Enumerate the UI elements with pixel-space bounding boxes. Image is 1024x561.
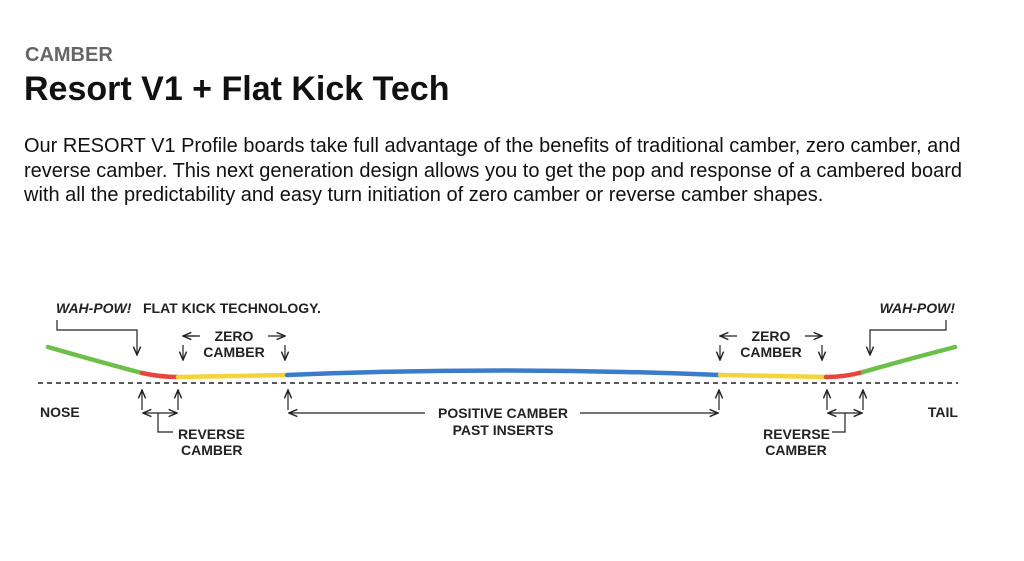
positive-camber-line1: POSITIVE CAMBER [438,405,568,421]
zero-camber-nose-line2: CAMBER [203,344,264,360]
positive-camber-segment [284,368,723,378]
wahpow-tail-label: WAH-POW! [880,300,956,316]
page-title: Resort V1 + Flat Kick Tech [24,70,450,108]
nose-reverse-segment [139,370,181,380]
tail-label: TAIL [928,404,959,420]
zero-camber-nose-line1: ZERO [215,328,254,344]
positive-camber-line2: PAST INSERTS [453,422,554,438]
reverse-camber-tail-line2: CAMBER [765,442,826,458]
nose-zero-segment [175,372,290,380]
reverse-camber-nose-line1: REVERSE [178,426,245,442]
tail-zero-segment [717,372,829,380]
tail-kick-segment [860,344,958,375]
description: Our RESORT V1 Profile boards take full a… [24,135,962,206]
nose-label: NOSE [40,404,80,420]
zero-camber-tail-line2: CAMBER [740,344,801,360]
wahpow-nose-label: WAH-POW! [56,300,132,316]
reverse-camber-tail-line1: REVERSE [763,426,830,442]
zero-camber-tail-line1: ZERO [752,328,791,344]
nose-kick-segment [45,344,145,376]
flat-kick-label: FLAT KICK TECHNOLOGY. [143,300,321,316]
section-eyebrow: CAMBER [25,44,113,66]
reverse-camber-nose-line2: CAMBER [181,442,242,458]
tail-reverse-segment [823,369,866,380]
